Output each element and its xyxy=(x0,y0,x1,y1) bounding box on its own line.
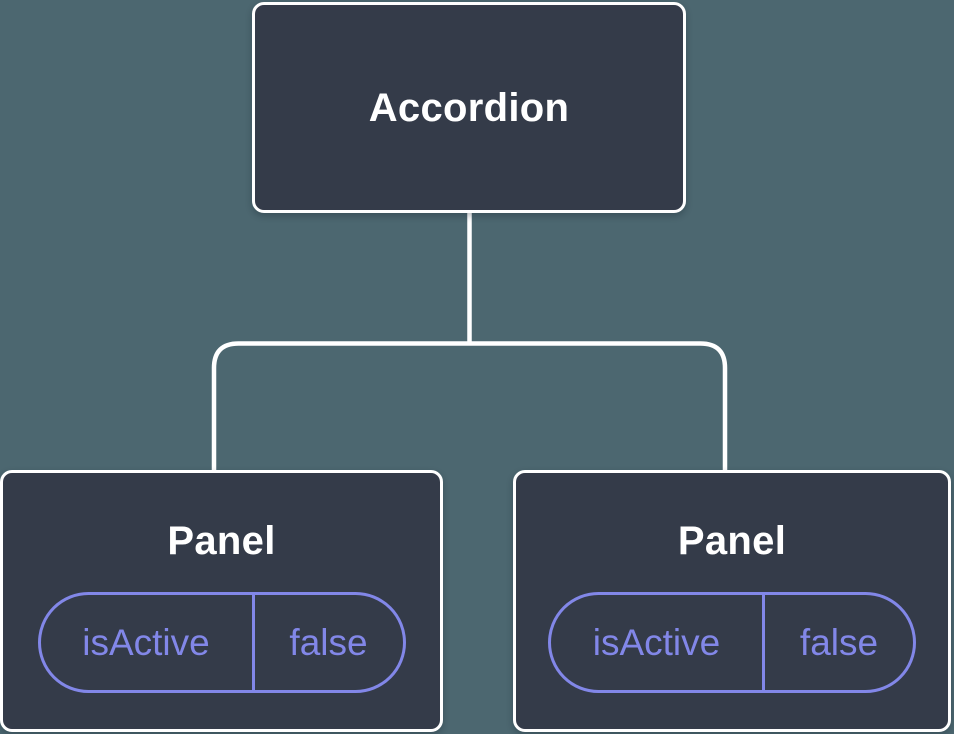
node-panel-1: Panel isActive false xyxy=(0,470,443,732)
state-key: isActive xyxy=(551,595,765,690)
state-pill: isActive false xyxy=(37,592,406,693)
node-panel-2-label: Panel xyxy=(677,519,787,563)
state-value: false xyxy=(799,622,879,663)
node-accordion-label: Accordion xyxy=(368,85,570,130)
state-key: isActive xyxy=(41,595,255,690)
node-panel-2: Panel isActive false xyxy=(513,470,951,732)
connector-branch xyxy=(211,341,728,471)
node-panel-1-label: Panel xyxy=(167,519,276,563)
state-pill: isActive false xyxy=(548,592,916,693)
state-value: false xyxy=(289,622,368,663)
node-accordion: Accordion xyxy=(252,2,686,213)
